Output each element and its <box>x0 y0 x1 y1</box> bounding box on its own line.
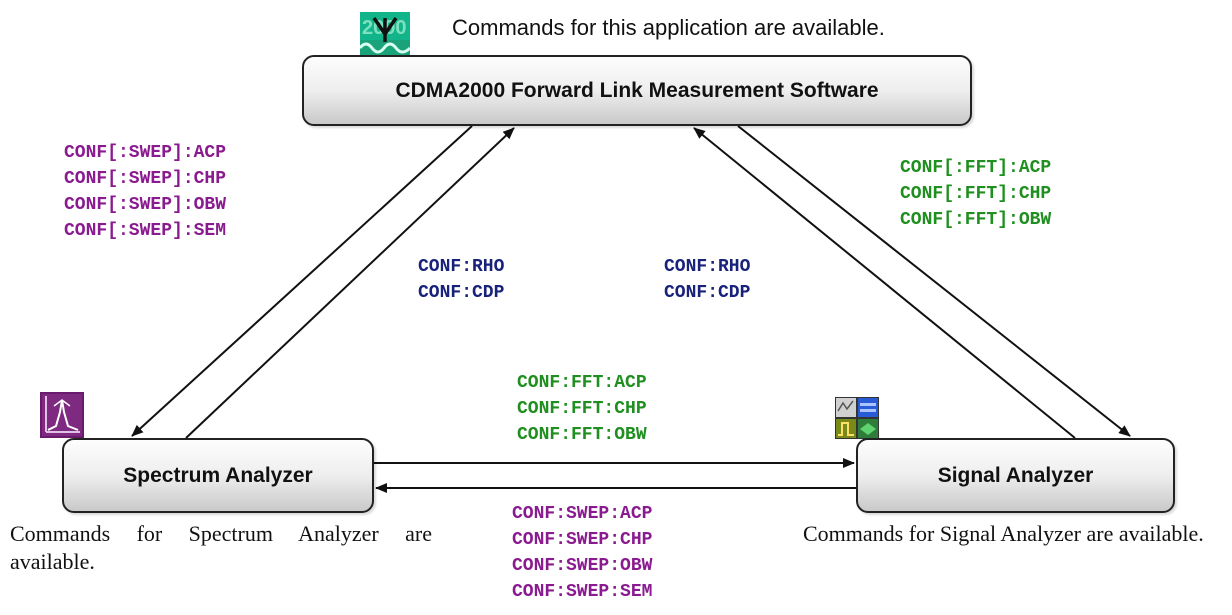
command-label: CONF:FFT:ACP <box>517 373 647 393</box>
command-label: CONF:FFT:OBW <box>517 425 647 445</box>
arrow-signal-to-cdma <box>693 127 1076 439</box>
command-label: CONF:SWEP:OBW <box>512 556 653 576</box>
command-label: CONF[:FFT]:ACP <box>900 158 1052 178</box>
node-cdma2000-software: CDMA2000 Forward Link Measurement Softwa… <box>302 55 972 126</box>
command-label: CONF:RHO <box>664 257 751 277</box>
arrow-spectrum-to-cdma <box>185 127 515 439</box>
node-spectrum-analyzer: Spectrum Analyzer <box>62 438 374 513</box>
commands-fft-cdma-signal: CONF[:FFT]:ACP CONF[:FFT]:CHP CONF[:FFT]… <box>900 155 1051 233</box>
caption-spectrum-commands: Commands for Spectrum Analyzer are avail… <box>10 521 432 574</box>
command-label: CONF[:FFT]:OBW <box>900 210 1052 230</box>
command-label: CONF:FFT:CHP <box>517 399 647 419</box>
cdma2000-app-icon: 2000 <box>360 12 410 60</box>
command-label: CONF[:SWEP]:CHP <box>64 169 227 189</box>
command-label: CONF:CDP <box>418 283 505 303</box>
arrow-cdma-to-signal <box>737 125 1131 437</box>
commands-sweep-cdma-spectrum: CONF[:SWEP]:ACP CONF[:SWEP]:CHP CONF[:SW… <box>64 140 226 244</box>
command-label: CONF:SWEP:SEM <box>512 582 653 602</box>
node-signal-analyzer: Signal Analyzer <box>856 438 1175 513</box>
caption-signal-commands: Commands for Signal Analyzer are availab… <box>803 521 1204 546</box>
command-label: CONF:CDP <box>664 283 751 303</box>
commands-fft-spectrum-to-signal: CONF:FFT:ACP CONF:FFT:CHP CONF:FFT:OBW <box>517 370 647 448</box>
commands-sweep-signal-to-spectrum: CONF:SWEP:ACP CONF:SWEP:CHP CONF:SWEP:OB… <box>512 501 652 605</box>
command-label: CONF[:SWEP]:SEM <box>64 221 227 241</box>
commands-rho-cdp-from-spectrum: CONF:RHO CONF:CDP <box>418 254 504 306</box>
command-label: CONF[:SWEP]:ACP <box>64 143 227 163</box>
spectrum-analyzer-icon <box>40 392 84 438</box>
caption-cdma-commands: Commands for this application are availa… <box>452 15 885 40</box>
command-label: CONF:SWEP:ACP <box>512 504 653 524</box>
arrow-cdma-to-spectrum <box>131 125 473 437</box>
command-label: CONF:RHO <box>418 257 505 277</box>
commands-rho-cdp-from-signal: CONF:RHO CONF:CDP <box>664 254 750 306</box>
command-label: CONF:SWEP:CHP <box>512 530 653 550</box>
command-label: CONF[:SWEP]:OBW <box>64 195 227 215</box>
command-label: CONF[:FFT]:CHP <box>900 184 1052 204</box>
signal-analyzer-icon <box>835 397 879 439</box>
